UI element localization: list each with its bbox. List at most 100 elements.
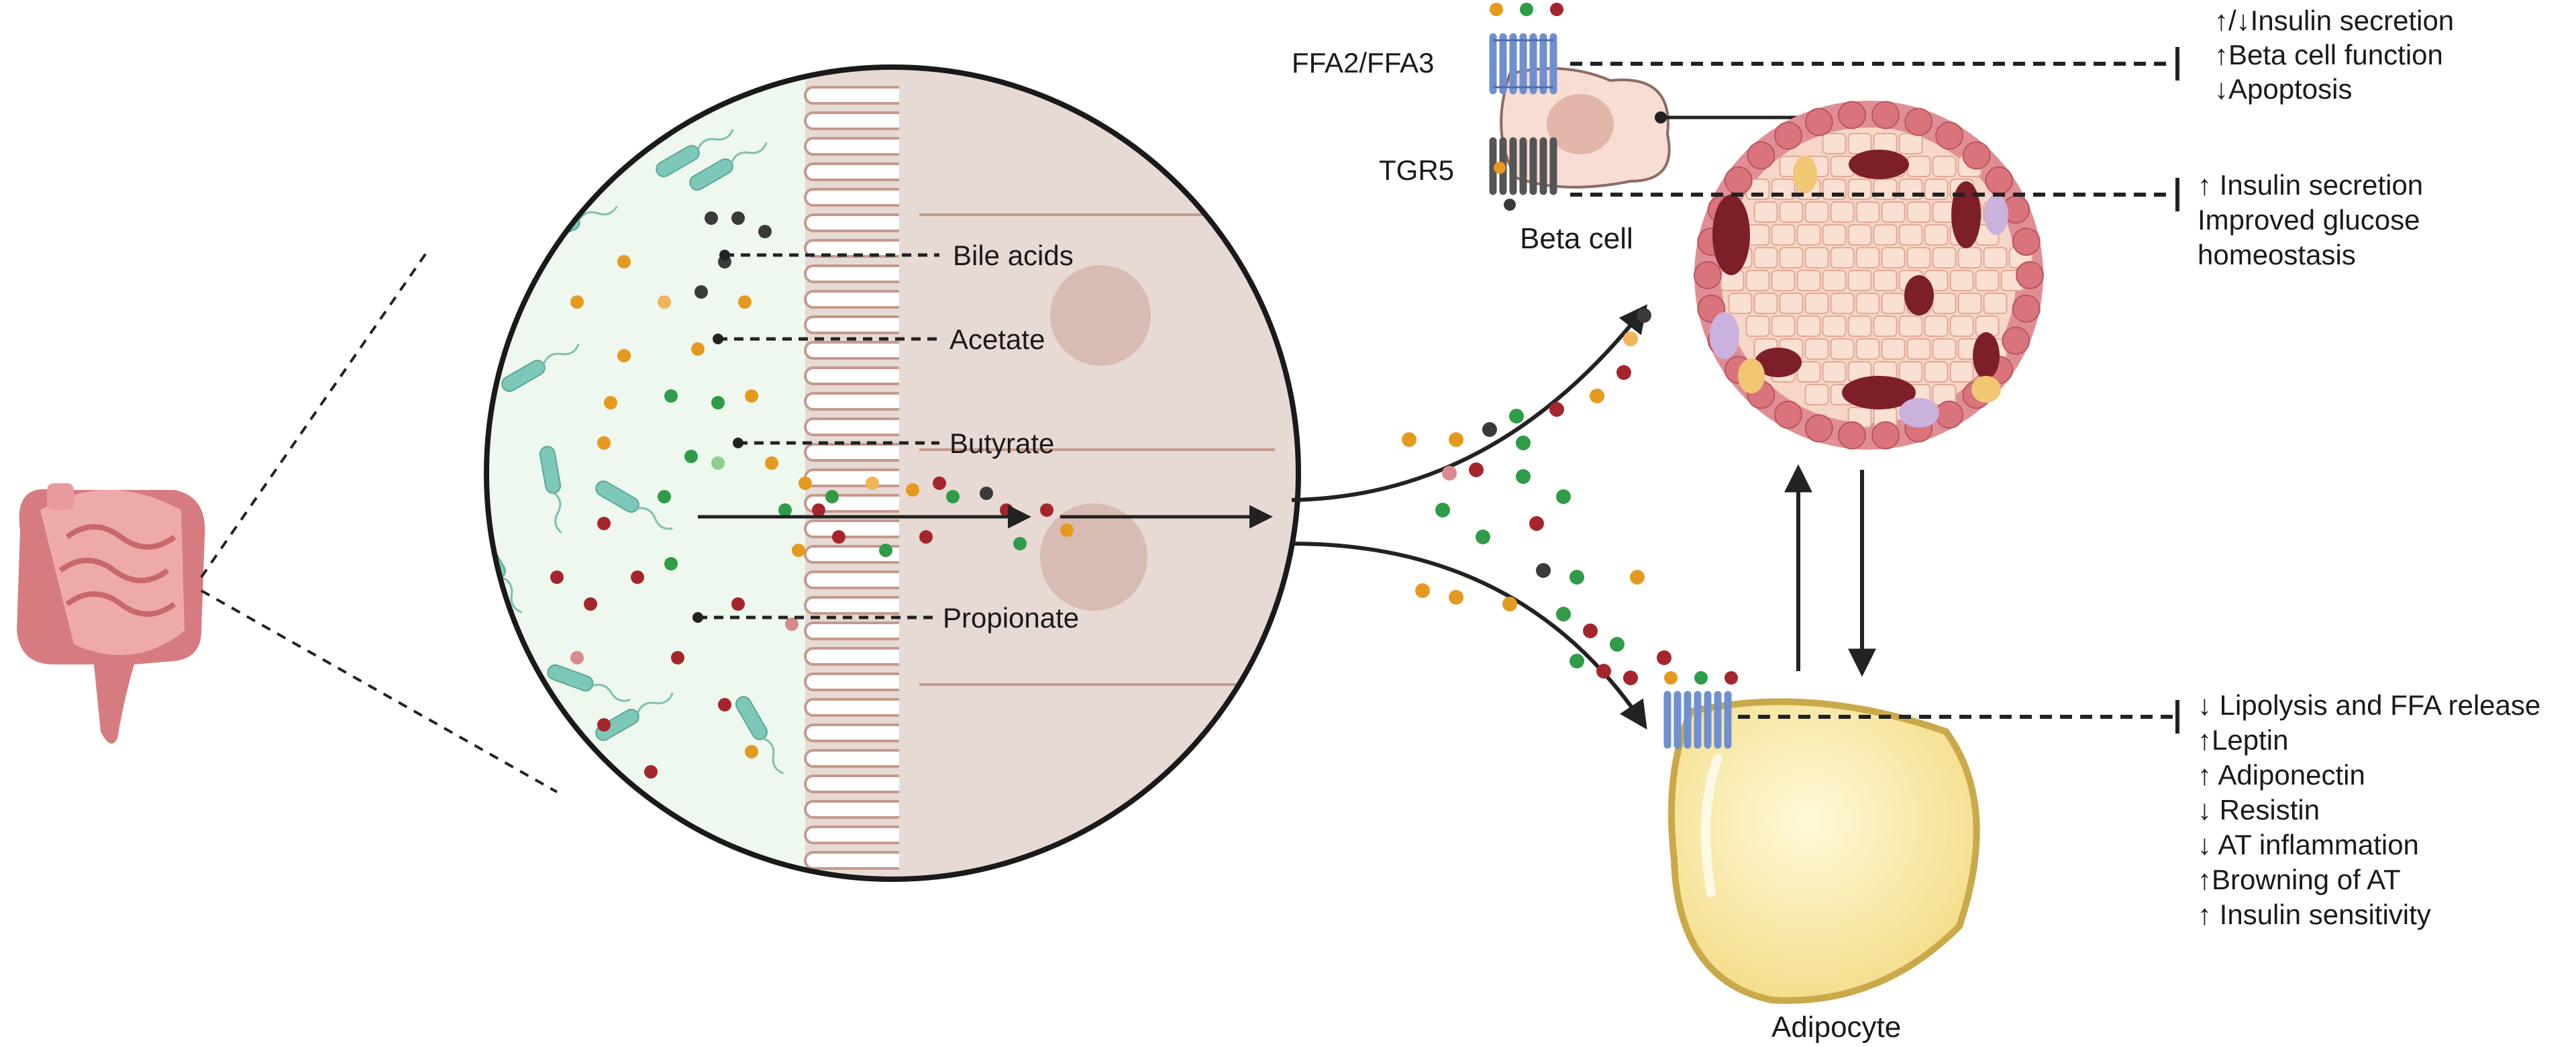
- bile-acids-label: Bile acids: [953, 240, 1074, 271]
- villus: [804, 341, 907, 360]
- metabolite-dot: [1040, 503, 1053, 517]
- bacterium-icon: [689, 142, 768, 191]
- tgr5-effect: homeostasis: [2198, 239, 2356, 270]
- islet-cell: [1924, 224, 1949, 246]
- metabolite-dot: [745, 745, 758, 758]
- villus: [804, 698, 907, 717]
- metabolite-dot: [664, 557, 678, 570]
- metabolite-dot: [644, 765, 658, 779]
- islet-cell: [1804, 201, 1829, 223]
- islet-border-cell: [1774, 400, 1802, 429]
- islet-cell: [1847, 270, 1872, 291]
- metabolite-dot: [1060, 524, 1074, 537]
- islet-cell: [1873, 224, 1898, 246]
- butyrate-label: Butyrate: [949, 428, 1054, 459]
- islet-border-cell: [1985, 166, 2014, 195]
- to-islet-arrow: [1291, 304, 1648, 502]
- islet-cell: [1745, 315, 1770, 337]
- metabolite-dot: [1402, 432, 1416, 447]
- islet-cell: [1949, 270, 1974, 291]
- metabolite-dot: [1000, 503, 1013, 517]
- islet-border-cell: [1837, 421, 1866, 450]
- islet-cell: [1881, 201, 1906, 223]
- metabolite-dot: [1583, 624, 1598, 638]
- metabolite-dot: [1569, 654, 1584, 668]
- metabolite-dot: [604, 396, 617, 409]
- metabolite-dot: [825, 490, 839, 503]
- metabolite-dot: [711, 456, 725, 470]
- islet-cell: [1822, 133, 1847, 154]
- metabolite-dot: [1623, 670, 1638, 685]
- metabolite-dot: [1469, 462, 1484, 477]
- metabolite-dot: [812, 503, 825, 517]
- metabolite-dot: [731, 211, 745, 225]
- effect-connectors: [1570, 47, 2179, 734]
- islet-cell: [1873, 270, 1898, 291]
- villus: [804, 290, 907, 309]
- adipocyte-effect: ↓ Resistin: [2198, 794, 2320, 826]
- islet-cell: [1847, 224, 1872, 246]
- villus: [804, 86, 907, 105]
- adipocyte-receptor-icon: [1663, 691, 1732, 749]
- metabolite-dot: [617, 255, 631, 268]
- metabolite-dot: [879, 544, 892, 557]
- metabolite-dot: [1516, 436, 1531, 450]
- islet-cell: [1949, 315, 1974, 337]
- bacterium-icon: [486, 280, 490, 315]
- villus: [804, 468, 907, 487]
- bacterium-icon: [656, 128, 734, 177]
- metabolite-dot: [1476, 530, 1490, 544]
- metabolite-dot: [711, 396, 725, 409]
- ffa2-ffa3-label: FFA2/FFA3: [1292, 47, 1434, 79]
- islet-cell: [1796, 361, 1821, 383]
- adipocyte-effect: ↑ Insulin sensitivity: [2198, 899, 2431, 930]
- islet-cell: [1796, 315, 1821, 337]
- islet-cell: [1804, 384, 1829, 405]
- metabolite-dot: [1590, 389, 1604, 403]
- bacterium-icon: [501, 343, 580, 392]
- metabolite-dot: [1536, 563, 1551, 578]
- villus: [804, 188, 907, 207]
- bacterium-icon: [539, 446, 562, 534]
- tgr5-beta-effects: ↑ Insulin secretion Improved glucose hom…: [2198, 169, 2423, 270]
- islet-cell: [1906, 156, 1931, 177]
- metabolite-dot: [550, 570, 564, 584]
- intestinal-villi: [804, 67, 911, 879]
- metabolite-dot: [1509, 409, 1524, 423]
- islet-cell: [1957, 247, 1982, 268]
- gut-label-leaders: [692, 250, 939, 623]
- islet-border-cell: [1935, 400, 1963, 429]
- villus: [804, 315, 907, 334]
- islet-border-cell: [1747, 141, 1775, 170]
- adipocyte-illustration: [1663, 671, 1980, 1004]
- metabolite-dot: [691, 342, 705, 356]
- islet-border-cell: [1774, 121, 1802, 150]
- villus: [804, 800, 907, 819]
- islet-cell: [1855, 247, 1880, 268]
- islet-cell: [1855, 201, 1880, 223]
- villi-base: [899, 67, 911, 879]
- metabolite-dot: [694, 285, 708, 299]
- metabolite-dot: [570, 651, 584, 664]
- islet-cell: [1796, 224, 1821, 246]
- villus: [804, 596, 907, 615]
- metabolite-dot: [597, 517, 611, 530]
- metabolite-dot: [597, 718, 611, 732]
- islet-border-cell: [2016, 261, 2044, 289]
- acetate-label: Acetate: [949, 323, 1045, 355]
- islet-cell: [1924, 361, 1949, 383]
- ffa2-ffa3-receptor-icon: [1489, 33, 1557, 95]
- islet-cell: [1898, 315, 1923, 337]
- islet-border-cell: [1804, 414, 1833, 443]
- islet-cell: [1949, 361, 1974, 383]
- pancreatic-islet-illustration: [1694, 101, 2044, 450]
- islet-cell: [1771, 315, 1796, 337]
- adipocyte-effect: ↓ AT inflammation: [2198, 829, 2419, 860]
- metabolite-dot: [731, 597, 745, 611]
- islet-cell: [1881, 338, 1906, 360]
- islet-border-cell: [1935, 121, 1963, 150]
- metabolite-dot: [758, 225, 772, 238]
- islet-cell: [1830, 293, 1855, 314]
- islet-cell: [1898, 133, 1923, 154]
- villus: [804, 672, 907, 691]
